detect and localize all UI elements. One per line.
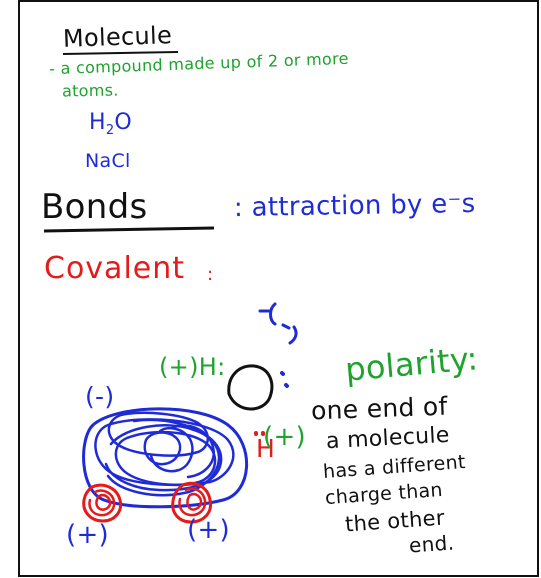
cloud-charge-label: (-) bbox=[85, 382, 115, 411]
covalent-colon: : bbox=[207, 264, 214, 285]
electron-cloud-loop bbox=[94, 418, 235, 487]
electron-cloud-loop bbox=[107, 411, 209, 457]
partial-positive-hydrogen-label: (+)H: bbox=[159, 353, 226, 381]
left-hydrogen-nucleus-loop bbox=[95, 493, 112, 511]
electron-cloud-outline bbox=[82, 407, 249, 509]
oxygen-charge-left-paren bbox=[269, 302, 277, 326]
oxygen-circle bbox=[227, 364, 274, 411]
oxygen-electron-dot bbox=[280, 371, 285, 376]
hydrogen-charge-label: (+) bbox=[263, 422, 306, 452]
electron-cloud-loop bbox=[104, 424, 223, 492]
right-hydrogen-nucleus bbox=[171, 481, 213, 524]
polarity-definition-line-1: one end of bbox=[310, 391, 449, 426]
electron-cloud-loop bbox=[143, 431, 182, 466]
bonds-heading: Bonds bbox=[41, 187, 148, 227]
example-nacl: NaCl bbox=[85, 150, 131, 172]
example-water: H2O bbox=[89, 110, 133, 138]
polarity-definition-line-6: end. bbox=[408, 530, 456, 558]
oxygen-charge-right-paren bbox=[288, 325, 298, 345]
hydrogen-label: H bbox=[256, 434, 276, 463]
left-hydrogen-nucleus-loop bbox=[88, 489, 116, 517]
electron-cloud-loop bbox=[114, 430, 217, 487]
covalent-heading: Covalent bbox=[44, 251, 186, 286]
right-hydrogen-nucleus-loop bbox=[186, 492, 203, 511]
left-hydrogen-charge-label: (+) bbox=[66, 520, 109, 550]
electron-cloud-loop bbox=[106, 418, 221, 497]
oxygen-charge-minus bbox=[281, 323, 291, 330]
electron-cloud-loop bbox=[171, 424, 215, 479]
whiteboard-frame bbox=[18, 0, 539, 577]
right-hydrogen-charge-label: (+) bbox=[187, 515, 230, 545]
left-hydrogen-nucleus bbox=[82, 483, 123, 523]
oxygen-electron-dot bbox=[284, 383, 289, 388]
right-hydrogen-nucleus-loop bbox=[178, 487, 207, 517]
electron-cloud-loop bbox=[149, 427, 194, 473]
